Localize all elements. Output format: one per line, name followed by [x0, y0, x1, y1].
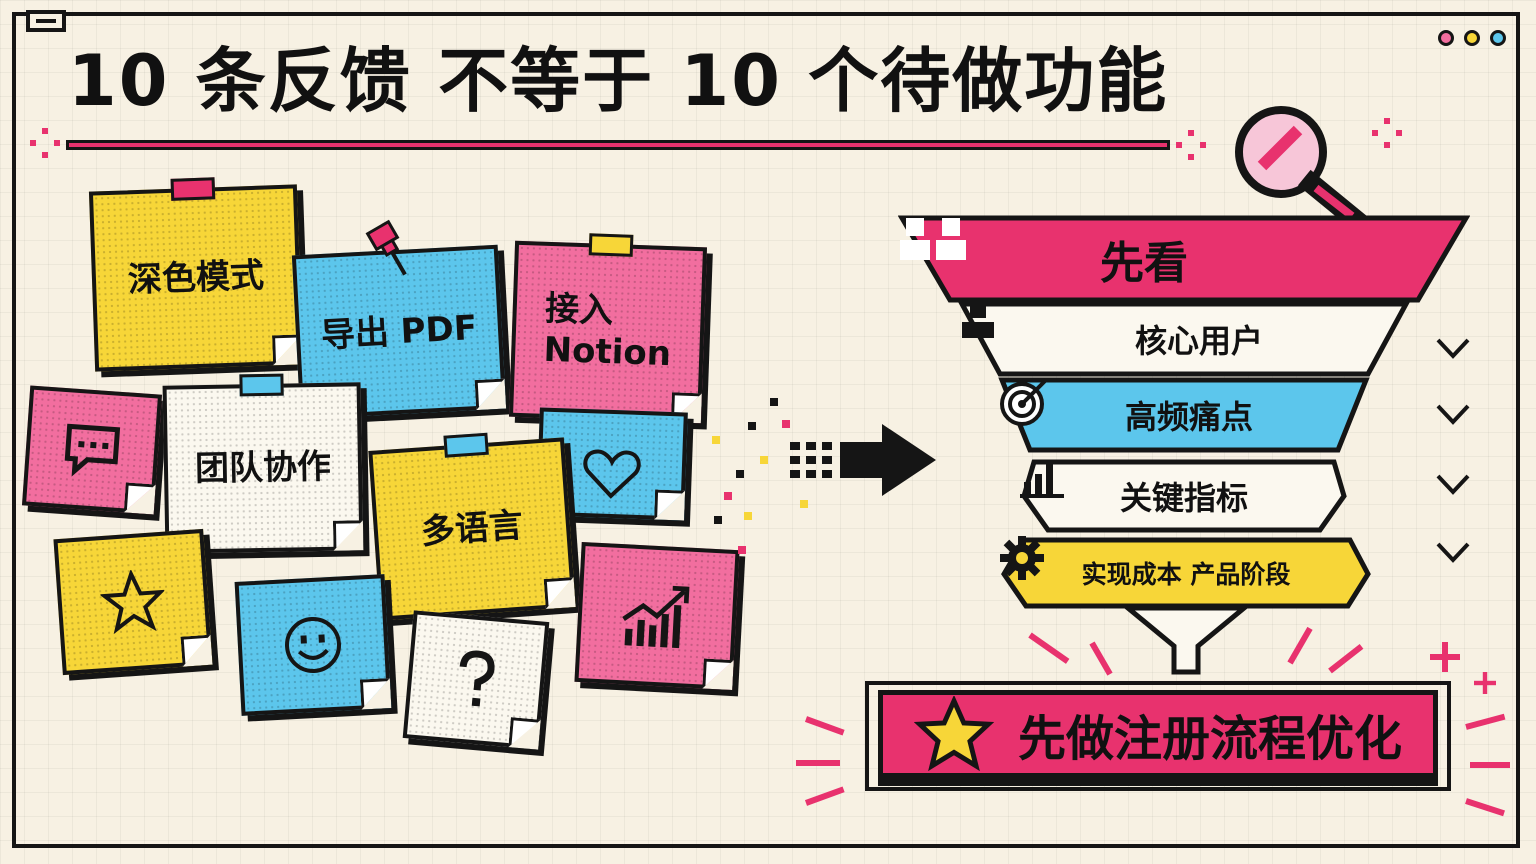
note-label: 深色模式 — [127, 255, 265, 300]
question-mark-icon — [459, 650, 495, 707]
star-icon — [99, 568, 166, 635]
tape — [443, 432, 489, 458]
growth-chart-icon — [622, 585, 690, 649]
note-label: 导出 PDF — [319, 307, 479, 356]
sparkle-icon — [1372, 118, 1402, 148]
sparkle-icon — [30, 128, 60, 158]
target-icon — [1000, 378, 1048, 426]
tape — [170, 177, 216, 201]
funnel-tier-high-pain: 高频痛点 — [998, 376, 1370, 454]
tier-label: 核心用户 — [1134, 322, 1263, 360]
window-dots — [1438, 30, 1506, 46]
bar-chart-icon — [1020, 464, 1064, 498]
chat-bubble-icon — [64, 423, 121, 477]
title-underline — [66, 140, 1170, 150]
funnel-header-label: 先看 — [1100, 238, 1188, 289]
tape — [239, 373, 284, 397]
funnel-tier-core-users: 核心用户 — [958, 300, 1410, 378]
users-icon — [900, 218, 966, 260]
icon-note-growth — [574, 541, 740, 691]
heart-icon — [583, 449, 641, 499]
smiley-icon — [285, 616, 341, 673]
magnifier-icon — [1235, 106, 1371, 232]
result-banner: 先做注册流程优化 — [864, 680, 1452, 792]
pixel-arrow-icon — [790, 424, 936, 496]
funnel-tier-key-metrics: 关键指标 — [1020, 458, 1348, 534]
window-dot-yellow — [1464, 30, 1480, 46]
chevron-down-icon — [1436, 542, 1470, 563]
icon-note-star — [53, 528, 213, 676]
feedback-note-team-collab: 团队协作 — [162, 373, 364, 554]
note-label: 多语言 — [419, 505, 525, 553]
tier-label: 高频痛点 — [1124, 398, 1253, 436]
icon-note-question — [402, 610, 550, 750]
funnel-header: 先看 — [898, 214, 1470, 304]
chevron-down-icon — [1436, 338, 1470, 359]
note-label: 团队协作 — [194, 446, 332, 489]
user-icon — [962, 302, 994, 338]
sparkle-icon — [1176, 130, 1206, 160]
funnel-spout — [1124, 606, 1248, 675]
pushpin-icon — [365, 219, 407, 276]
tape — [588, 233, 634, 257]
page-title: 10 条反馈 不等于 10 个待做功能 — [68, 40, 1169, 122]
icon-note-smiley — [234, 574, 392, 716]
star-icon — [913, 696, 994, 772]
funnel-tier-cost-stage: 实现成本 产品阶段 — [1000, 536, 1372, 610]
icon-note-heart — [536, 407, 688, 521]
chevron-down-icon — [1436, 474, 1470, 495]
result-label: 先做注册流程优化 — [1017, 711, 1402, 767]
tier-label: 关键指标 — [1119, 479, 1248, 517]
feedback-note-notion: 接入 Notion — [508, 233, 708, 424]
feedback-note-multilingual: 多语言 — [368, 432, 576, 621]
note-label: 接入 Notion — [542, 289, 672, 375]
banner-outline — [865, 681, 1451, 791]
result-button: 先做注册流程优化 — [878, 690, 1438, 778]
window-tab — [26, 10, 66, 32]
feedback-note-dark-mode: 深色模式 — [88, 177, 304, 372]
window-dot-pink — [1438, 30, 1454, 46]
gear-icon — [1000, 536, 1044, 580]
tier-label: 实现成本 产品阶段 — [1081, 560, 1291, 589]
sparkle-icon — [1474, 672, 1496, 694]
sparkle-icon — [1430, 642, 1460, 672]
chevron-down-icon — [1436, 404, 1470, 425]
window-dot-blue — [1490, 30, 1506, 46]
icon-note-chat — [21, 385, 163, 515]
